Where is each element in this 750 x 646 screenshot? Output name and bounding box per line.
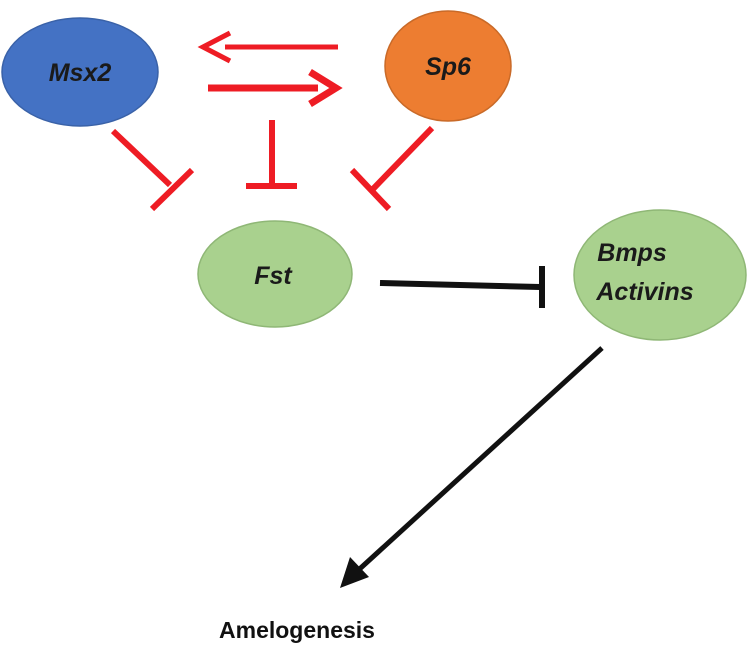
sp6-node (384, 10, 512, 122)
msx2-inhibits-fst-line (110, 128, 173, 188)
fst-label: Fst (254, 262, 293, 290)
amelogenesis-label: Amelogenesis (219, 617, 375, 643)
sp6-inhibits-fst-bar (349, 167, 392, 212)
bmps-activins-node (573, 209, 747, 341)
sp6-label: Sp6 (425, 53, 472, 81)
bmps-to-amelogenesis-arrow-shaft (351, 346, 604, 577)
msx2-node (1, 17, 159, 127)
msx2-inhibits-fst-bar (149, 167, 195, 212)
activins-label: Activins (595, 278, 693, 306)
sp6-to-msx2-arrowhead (197, 30, 232, 64)
fst-node (197, 220, 353, 328)
msx2-to-sp6-arrowhead (308, 69, 343, 107)
msx2-label: Msx2 (49, 59, 112, 87)
fst-inhibits-bmps-line (379, 280, 541, 290)
bmps-to-amelogenesis-arrowhead (340, 557, 369, 588)
bmps-label: Bmps (597, 239, 667, 267)
sp6-inhibits-fst-line (370, 125, 435, 192)
